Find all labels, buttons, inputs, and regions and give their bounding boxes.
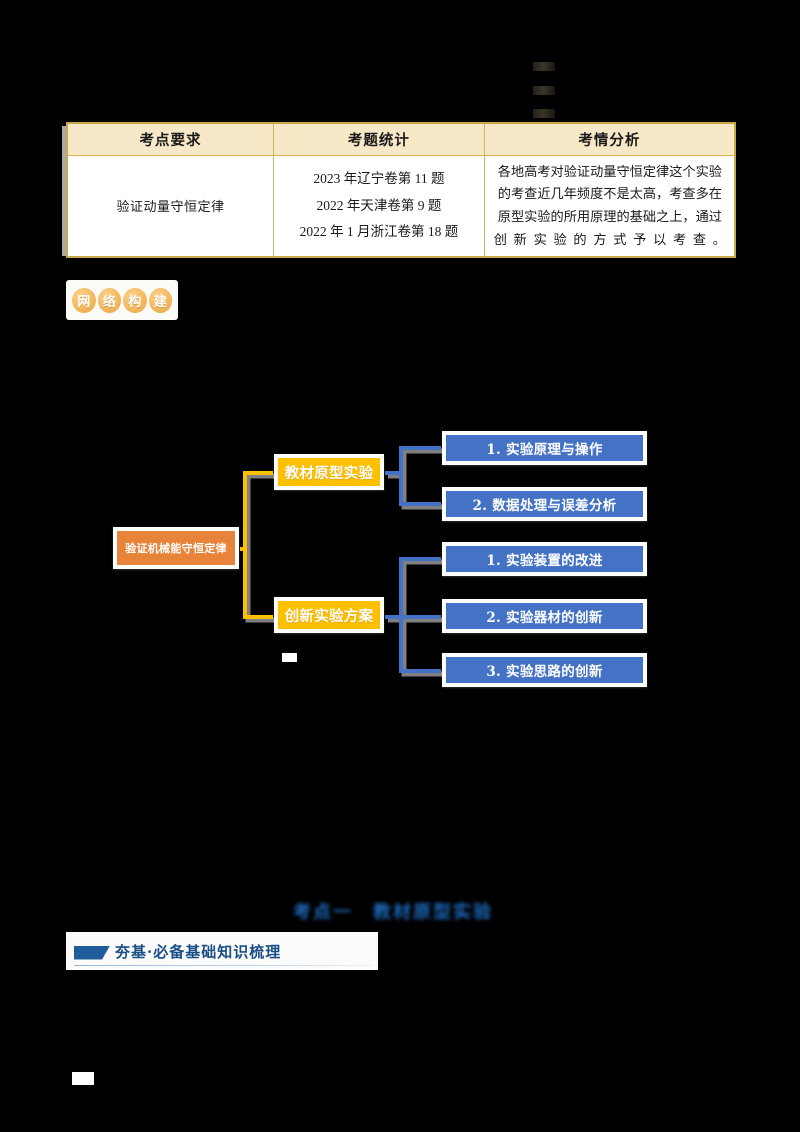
badge-chip: 络: [97, 287, 121, 313]
badge-chip: 建: [148, 287, 172, 313]
heading-underline: [74, 965, 372, 966]
mindmap-leaf-label: 2. 实验器材的创新: [446, 603, 643, 629]
exam-point-table: 考点要求 考题统计 考情分析 验证动量守恒定律 2023 年辽宁卷第 11 题 …: [66, 122, 736, 259]
statistic-line: 2022 年 1 月浙江卷第 18 题: [299, 224, 459, 240]
flag-icon: [74, 945, 110, 960]
statistic-line: 2022 年天津卷第 9 题: [316, 197, 442, 213]
mindmap-leaf-label: 3. 实验思路的创新: [446, 657, 643, 683]
mindmap-leaf-node: 1. 实验装置的改进: [442, 542, 647, 576]
badge-chip: 构: [123, 287, 147, 313]
hangji-heading-label: 夯基·必备基础知识梳理: [115, 942, 282, 961]
mindmap-branch-label: 创新实验方案: [278, 601, 380, 629]
mindmap-leaf-label: 1. 实验装置的改进: [446, 546, 643, 572]
decorative-dot: [533, 109, 555, 118]
cell-requirement: 验证动量守恒定律: [66, 154, 275, 258]
mindmap-root-label: 验证机械能守恒定律: [117, 531, 235, 565]
kaodian-heading: 考点一 教材原型实验: [293, 902, 493, 923]
mindmap-branch-node-1: 教材原型实验: [274, 454, 384, 490]
decorative-dot: [533, 62, 555, 71]
mindmap-leaf-node: 1. 实验原理与操作: [442, 431, 647, 465]
table-row: 验证动量守恒定律 2023 年辽宁卷第 11 题 2022 年天津卷第 9 题 …: [66, 154, 736, 258]
cell-analysis: 各地高考对验证动量守恒定律这个实验的考查近几年频度不是太高，考查多在原型实验的所…: [483, 154, 736, 258]
mindmap-leaf-node: 2. 实验器材的创新: [442, 599, 647, 633]
decorative-dots: [533, 62, 559, 118]
column-header-statistics: 考题统计: [273, 122, 485, 156]
table-header-row: 考点要求 考题统计 考情分析: [66, 122, 736, 156]
mindmap-branch-label: 教材原型实验: [278, 458, 380, 486]
column-header-analysis: 考情分析: [483, 122, 736, 156]
statistic-line: 2023 年辽宁卷第 11 题: [313, 171, 445, 187]
footer-artifact-mark: [72, 1072, 94, 1085]
mindmap-leaf-label: 1. 实验原理与操作: [446, 435, 643, 461]
badge-chip: 网: [72, 287, 96, 313]
mindmap-branch-node-2: 创新实验方案: [274, 597, 384, 633]
mindmap-leaf-label: 2. 数据处理与误差分析: [446, 491, 643, 517]
hangji-heading-bar: 夯基·必备基础知识梳理: [66, 932, 378, 970]
decorative-dot: [533, 85, 555, 95]
mindmap-leaf-node: 3. 实验思路的创新: [442, 653, 647, 687]
column-header-requirement: 考点要求: [66, 122, 275, 156]
artifact-mark: [282, 653, 297, 662]
mindmap-root-node: 验证机械能守恒定律: [113, 527, 239, 569]
mindmap-leaf-node: 2. 数据处理与误差分析: [442, 487, 647, 521]
network-build-badge: 网 络 构 建: [66, 280, 178, 320]
cell-statistics: 2023 年辽宁卷第 11 题 2022 年天津卷第 9 题 2022 年 1 …: [273, 154, 485, 258]
